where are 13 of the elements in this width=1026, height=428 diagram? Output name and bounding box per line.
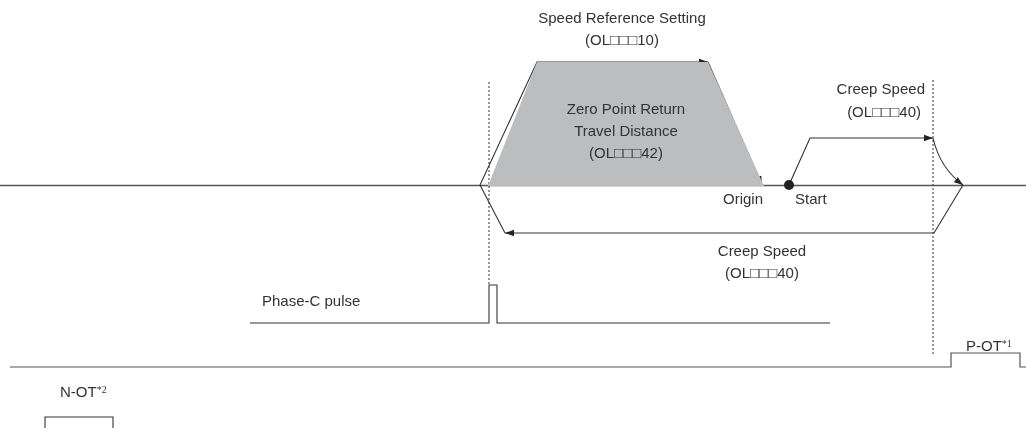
text-label: (OL□□□40) [725, 263, 799, 283]
text-label: (OL□□□40) [847, 102, 921, 122]
text-label: Creep Speed [836, 79, 925, 99]
area-label: Zero Point Return Travel Distance [565, 99, 687, 141]
text-label: (OL□□□10) [585, 30, 659, 50]
text-label: Origin [723, 189, 763, 209]
text-label: N-OT$^{*2}$ [60, 382, 107, 402]
text-label: Phase-C pulse [262, 291, 361, 311]
text-label: Speed Reference Setting [538, 8, 706, 28]
area-label: (OL□□□42) [589, 143, 663, 163]
text-label: Start [795, 189, 827, 209]
text-label: Creep Speed [717, 241, 807, 261]
text-label: P-OT$^{*1}$ [966, 336, 1012, 356]
